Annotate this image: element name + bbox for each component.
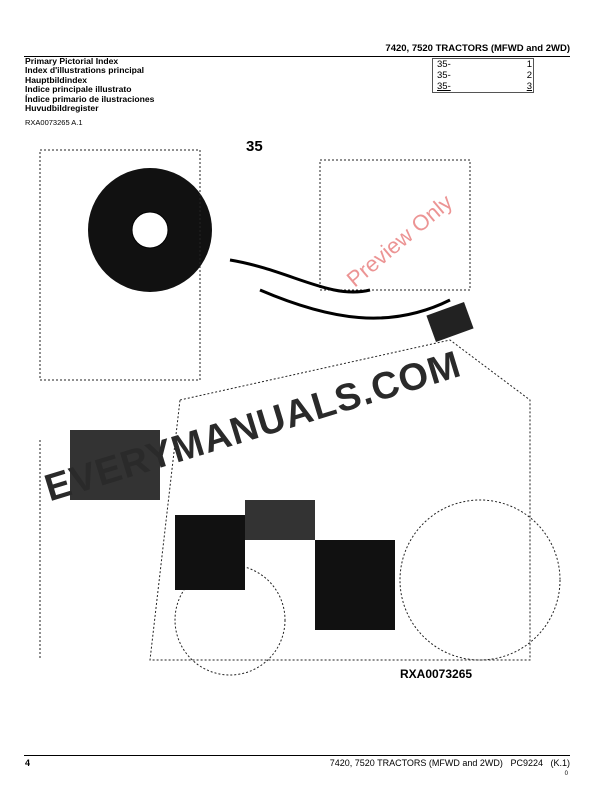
index-title-sv: Huvudbildregister — [25, 103, 99, 114]
index-row[interactable]: 35- 1 — [433, 59, 533, 70]
index-row[interactable]: 35- 3 — [433, 81, 533, 92]
index-title-en: Primary Pictorial Index — [25, 56, 119, 66]
footer-code: PC9224 — [510, 758, 543, 768]
alternator — [70, 430, 160, 500]
index-titles: Primary Pictorial Index Index d'illustra… — [25, 56, 155, 114]
group: 35- — [437, 59, 451, 70]
group: 35- — [437, 70, 451, 81]
page-number: 4 — [25, 758, 31, 768]
header-divider — [24, 56, 570, 57]
footer-info: 7420, 7520 TRACTORS (MFWD and 2WD) PC922… — [330, 758, 570, 768]
index-title-es: Índice primario de ilustraciones — [25, 93, 155, 104]
battery — [175, 515, 245, 590]
index-table: 35- 1 35- 2 35- 3 — [432, 58, 534, 93]
tractor-illustration — [39, 149, 561, 676]
footer-title: 7420, 7520 TRACTORS (MFWD and 2WD) — [329, 758, 503, 768]
footer-sub: 0 — [564, 771, 568, 777]
rear-wheel — [399, 499, 561, 661]
header-title: 7420, 7520 TRACTORS (MFWD and 2WD) — [385, 43, 570, 54]
footer-rev: (K.1) — [550, 758, 570, 768]
footer-divider — [24, 755, 570, 756]
starter — [245, 500, 315, 540]
battery-box — [315, 540, 395, 630]
harness — [229, 258, 451, 320]
page: 2 — [526, 70, 532, 81]
page: 3 — [526, 81, 532, 92]
index-title-fr: Index d'illustrations principal — [25, 65, 145, 76]
index-row[interactable]: 35- 2 — [433, 70, 533, 81]
index-title-it: Indice principale illustrato — [25, 84, 132, 95]
page: 1 — [526, 59, 532, 70]
group: 35- — [437, 81, 451, 92]
reference-code: RXA0073265 A.1 — [25, 118, 83, 127]
engine-outline — [39, 149, 201, 381]
figure-number: 35 — [246, 138, 263, 155]
connector — [426, 302, 474, 342]
fan-icon — [88, 168, 212, 292]
figure-id: RXA0073265 — [400, 667, 473, 681]
front-wheel — [174, 564, 286, 676]
index-title-de: Hauptbildindex — [25, 74, 88, 85]
cab-outline — [149, 339, 531, 661]
